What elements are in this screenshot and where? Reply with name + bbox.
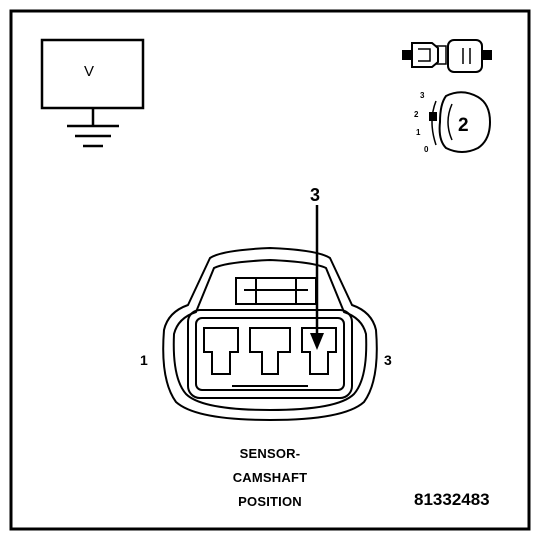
figure-id: 81332483	[414, 490, 490, 509]
terminal-probe-icon	[402, 39, 492, 73]
camshaft-sensor-connector	[162, 246, 378, 422]
callout-number: 3	[310, 185, 321, 205]
probe-position-icon	[429, 91, 492, 153]
voltmeter-icon	[40, 38, 145, 148]
caption-line-2: CAMSHAFT	[232, 470, 308, 485]
probe-scale-2: 2	[414, 110, 419, 119]
caption-line-3: POSITION	[238, 494, 302, 509]
pin-label-right: 3	[384, 352, 392, 368]
voltmeter-symbol: V	[84, 63, 95, 80]
diagram-border	[9, 9, 531, 531]
probe-scale-1: 1	[416, 128, 421, 137]
pin-label-left: 1	[140, 352, 148, 368]
probe-scale-3: 3	[420, 91, 425, 100]
callout-arrow	[310, 205, 324, 350]
caption-line-1: SENSOR-	[239, 446, 301, 461]
probe-number: 2	[458, 115, 469, 136]
probe-scale-0: 0	[424, 145, 429, 154]
